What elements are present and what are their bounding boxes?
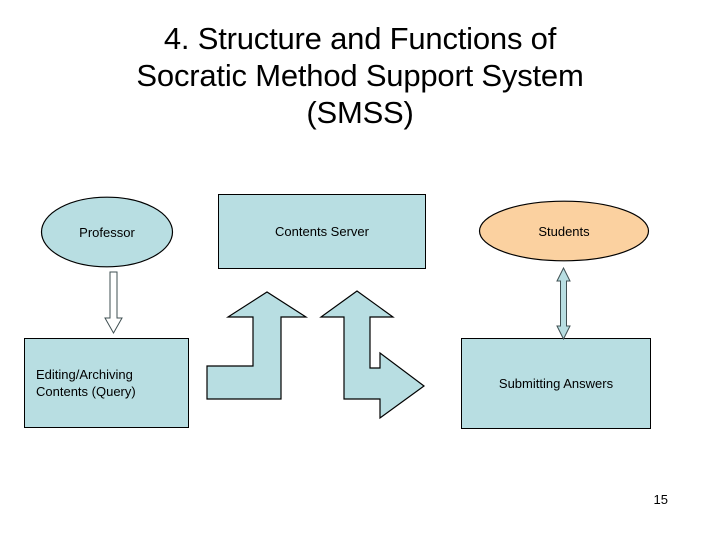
title-line-1: 4. Structure and Functions of	[163, 21, 557, 56]
node-contents-server-label: Contents Server	[275, 224, 369, 239]
page-number: 15	[653, 492, 668, 507]
bent-block-arrow-submitting-to-server	[319, 290, 426, 420]
node-submitting-answers-label: Submitting Answers	[498, 376, 614, 391]
connector-students-to-submitting-arrow	[556, 266, 571, 341]
title-line-2: Socratic Method Support System	[136, 58, 584, 93]
node-students-label: Students	[538, 223, 590, 239]
node-professor-label: Professor	[79, 224, 135, 240]
node-contents-server[interactable]: Contents Server	[218, 194, 426, 269]
professor-ellipse-shape	[40, 196, 174, 268]
node-professor[interactable]: Professor	[40, 196, 174, 268]
slide-title: 4. Structure and Functions of Socratic M…	[40, 20, 680, 131]
connector-professor-to-editing-arrow	[104, 271, 123, 335]
node-students[interactable]: Students	[478, 200, 650, 262]
node-editing-archiving-label: Editing/Archiving Contents (Query)	[36, 367, 136, 399]
title-line-3: (SMSS)	[306, 95, 414, 130]
node-editing-archiving[interactable]: Editing/Archiving Contents (Query)	[24, 338, 189, 428]
node-submitting-answers[interactable]: Submitting Answers	[461, 338, 651, 429]
bent-block-arrow-editing-to-server	[206, 291, 309, 400]
students-ellipse-shape	[478, 200, 650, 262]
